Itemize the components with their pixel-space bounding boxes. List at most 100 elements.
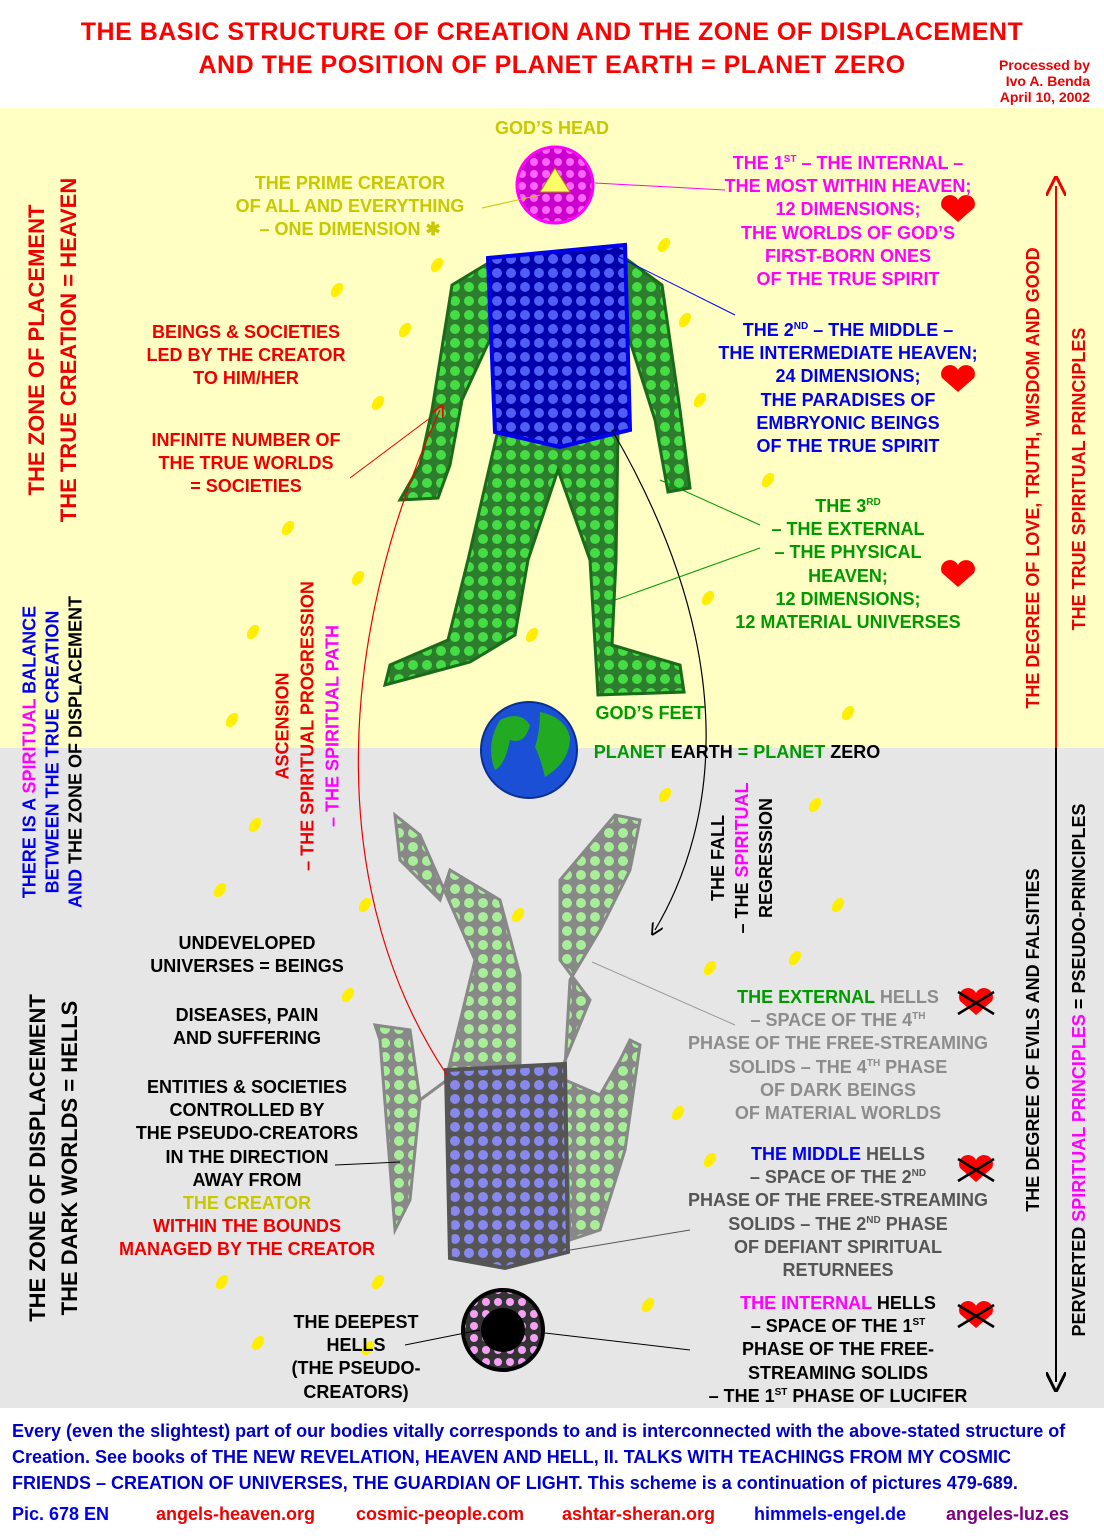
text-segment: THE PARADISES OF [760,389,936,410]
text-line: – THE 1ST PHASE OF LUCIFER [709,1385,968,1408]
link-ashtar-sheran[interactable]: ashtar-sheran.org [562,1504,716,1524]
light-drop-icon [678,312,692,328]
text-segment: THE DEGREE OF EVILS AND FALSITIES [1023,868,1043,1212]
text-segment: HEAVEN; [808,565,888,586]
text-segment: AND [65,864,86,909]
title-line-1: THE BASIC STRUCTURE OF CREATION AND THE … [80,18,1024,46]
text-line: (THE PSEUDO- [291,1357,420,1380]
text-segment: RETURNEES [782,1260,894,1281]
text-line: OF THE TRUE SPIRIT [718,435,977,458]
text-line: THE DARK WORLDS = HELLS [54,994,86,1322]
light-drop-icon [398,322,412,338]
text-segment: – SPACE OF THE 1 [750,1316,913,1337]
inverted-left-arm [372,1023,448,1236]
planet-earth [480,701,578,799]
text-line: DISEASES, PAIN [173,1004,321,1027]
text-segment: OF MATERIAL WORLDS [734,1103,942,1124]
crossed-heart-icon [959,1155,993,1182]
light-drop-icon [525,627,539,643]
text-segment: SOLIDS – THE 2 [728,1213,867,1234]
text-segment: HELLS [860,1144,926,1164]
light-drop-icon [251,1335,265,1351]
text-segment: – SPACE OF THE 2 [749,1167,912,1188]
text-segment: ✱ [425,219,441,240]
light-drop-icon [215,1274,229,1290]
text-segment: – THE SPIRITUAL PATH [322,624,343,828]
text-segment: – THE PHYSICAL [774,542,922,563]
text-segment: REGRESSION [756,797,776,919]
footer-line-2: Creation. See books of THE NEW REVELATIO… [12,1447,1012,1467]
text-line: PERVERTED SPIRITUAL PRINCIPLES = PSEUDO-… [1066,804,1092,1337]
legs [382,427,686,697]
text-segment: PHASE OF LUCIFER [787,1385,968,1406]
link-himmels-engel[interactable]: himmels-engel.de [754,1504,907,1524]
light-drop-icon [248,817,262,833]
text-line: – THE EXTERNAL [735,518,960,541]
superscript: ST [912,1317,926,1329]
light-drop-icon [657,237,671,253]
true-principles-label: THE TRUE SPIRITUAL PRINCIPLES [1066,328,1092,631]
link-angels-heaven[interactable]: angels-heaven.org [156,1504,316,1524]
text-line: INFINITE NUMBER OF [152,429,341,452]
text-segment: THE MOST WITHIN HEAVEN; [724,176,972,197]
text-line: GOD’S HEAD [495,117,609,140]
text-segment: THE INTERNAL [740,1293,872,1313]
inverted-legs [393,811,642,1077]
text-line: SOLIDS – THE 2ND PHASE [688,1213,988,1236]
text-segment: THE TRUE CREATION = HEAVEN [56,177,81,523]
light-drop-icon [361,1340,375,1356]
text-segment: PERVERTED [1069,1221,1089,1337]
light-drop-icon [281,520,295,536]
text-segment: INFINITE NUMBER OF [151,430,341,450]
text-line: PHASE OF THE FREE-STREAMING [688,1032,988,1055]
text-line: – THE PHYSICAL [735,541,960,564]
text-segment: THE 3 [815,496,867,516]
text-line: UNIVERSES = BEINGS [150,955,344,978]
text-segment: SPIRITUAL [19,698,40,794]
text-segment: ENTITIES & SOCIETIES [146,1077,348,1097]
text-segment: PHASE OF THE FREE-STREAMING [687,1190,989,1211]
text-line: THE DEEPEST [291,1311,420,1334]
left-arm [397,259,494,502]
text-segment: = SOCIETIES [190,476,302,497]
text-line: = SOCIETIES [152,475,341,498]
text-line: SOLIDS – THE 4TH PHASE [688,1056,988,1079]
text-segment: DISEASES, PAIN [175,1005,319,1025]
degree-of-evils-label: THE DEGREE OF EVILS AND FALSITIES [1020,868,1046,1211]
text-segment: THE TRUE WORLDS [158,453,334,474]
gods-head-label: GOD’S HEAD [495,117,609,140]
link-angeles-luz[interactable]: angeles-luz.es [946,1504,1070,1524]
text-segment: MANAGED BY THE CREATOR [118,1239,376,1260]
text-segment: PHASE [880,1213,948,1234]
text-line: BEINGS & SOCIETIES [146,321,345,344]
text-segment: PLANET [593,742,671,762]
text-segment: THE MIDDLE [750,1144,861,1164]
text-line: THE CREATOR [119,1192,375,1215]
text-line: – ONE DIMENSION ✱ [236,218,465,241]
text-line: STREAMING SOLIDS [709,1362,968,1385]
text-segment: THERE IS A [19,793,40,899]
text-segment: BETWEEN THE TRUE CREATION [42,610,63,894]
text-line: ASCENSION [271,581,296,871]
text-segment: THE PSEUDO-CREATORS [135,1123,359,1144]
text-segment: PHASE OF THE FREE-STREAMING [687,1033,989,1054]
text-line: – THE SPIRITUAL PROGRESSION [296,581,321,871]
light-drop-icon [511,907,525,923]
processed-by-credit: Processed by Ivo A. Benda April 10, 2002 [999,57,1090,105]
text-segment: – ONE DIMENSION [259,219,426,240]
link-cosmic-people[interactable]: cosmic-people.com [356,1504,525,1524]
text-segment: – THE INTERNAL – [796,153,964,173]
text-line: HEAVEN; [735,565,960,588]
creation-figure-diagram [213,145,1104,1410]
light-drops [213,237,855,1356]
light-drop-icon [788,950,802,966]
text-line: RETURNEES [688,1259,988,1282]
text-line: PHASE OF THE FREE- [709,1338,968,1361]
light-drop-icon [430,257,444,273]
